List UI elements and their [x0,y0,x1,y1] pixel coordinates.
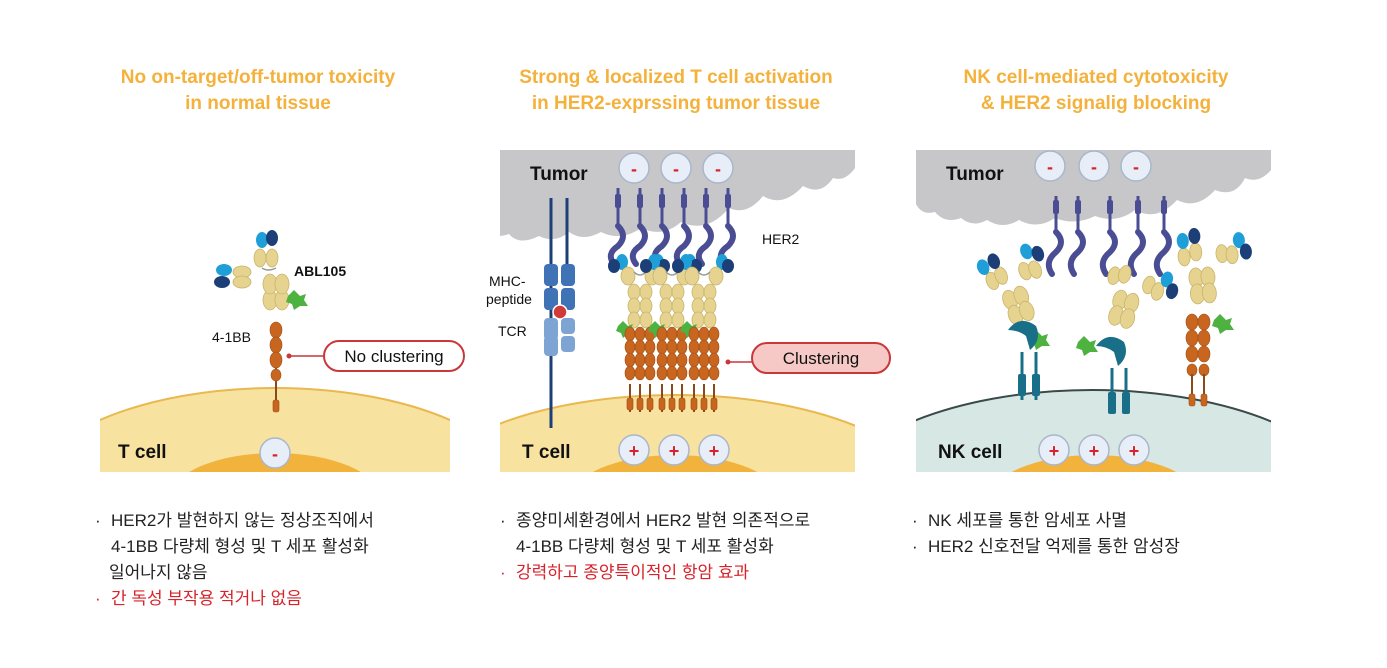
panel-2-tumor-charges: - - - [618,152,734,184]
panel-3-bullet-1: ·NK 세포를 통한 암세포 사멸 [912,511,1127,530]
panel-3-tumor-charges: - - - [1034,150,1152,182]
panel-1-diagram [100,387,450,472]
panel-1-receptor-4-1bb [269,321,283,413]
panel-2-state-badge [751,342,891,374]
panel-3-cell-charges: + + + [1038,434,1150,466]
panel-3-nkcell-outer [916,389,1271,472]
panel-2-bullet-1-line-2: 4-1BB 다량체 형성 및 T 세포 활성화 [516,537,774,556]
panel-1-antibody-label: ABL105 [294,263,346,279]
panel-2-title-line-1: Strong & localized T cell activation [519,67,833,88]
panel-3-4-1bb [1185,313,1211,407]
her2-receptor [1045,196,1064,277]
panel-3-tumor-charge-2: - [1091,157,1097,177]
panel-2-diagram [500,150,855,472]
panel-3-her2-receptors [1045,196,1172,277]
panel-2-cell-charge-1: + [629,441,640,461]
panel-1-title: No on-target/off-tumor toxicity in norma… [48,65,468,117]
panel-2-tcr-label: TCR [498,323,527,339]
panel-3-cell-label: NK cell [938,442,1002,463]
panel-1-receptor-label: 4-1BB [212,329,251,345]
panel-1-title-line-1: No on-target/off-tumor toxicity [120,67,396,88]
panel-3-cell-charge-2: + [1089,441,1100,461]
panel-2-her2-antibody-clusters [607,188,736,412]
panel-1-bullets: ·HER2가 발현하지 않는 정상조직에서 4-1BB 다량체 형성 및 T 세… [95,508,374,612]
panel-2-mhc-tcr-complex [544,198,575,428]
panel-3-tumor-charge-3: - [1133,157,1139,177]
panel-1-bullet-2: ·간 독성 부작용 적거나 없음 [95,589,302,608]
panel-2-cell-charges: + + + [618,434,730,466]
panel-1-bullet-1-line-1: ·HER2가 발현하지 않는 정상조직에서 [95,511,374,530]
panel-3-title-line-2: & HER2 signalig blocking [980,93,1212,114]
her2-receptor [607,188,626,267]
panel-3-diagram [916,150,1271,472]
panel-3-title-line-1: NK cell-mediated cytotoxicity [963,67,1229,88]
panel-2-tumor-label: Tumor [530,164,588,185]
panel-2-her2-label: HER2 [762,231,800,247]
her2-receptor [629,188,648,267]
panel-3-antibodies [976,227,1252,414]
panel-1-charge: - [259,437,291,469]
panel-2-tumor-charge-1: - [631,159,637,179]
her2-receptor [1153,196,1172,277]
panel-3-cell-charge-3: + [1129,441,1140,461]
panel-2-cell-label: T cell [522,442,571,463]
panel-2-state-label: Clustering [783,349,860,368]
panel-2-tumor-charge-2: - [673,159,679,179]
mechanism-diagram: ABL105 4-1BB No clustering T cell - Tumo… [100,150,1271,472]
panel-2-title: Strong & localized T cell activation in … [466,65,886,117]
panel-1-state-label: No clustering [344,347,443,366]
panel-3-tumor-label: Tumor [946,164,1004,185]
panel-2-mhc-label-2: peptide [486,291,532,307]
panel-3-bullets: ·NK 세포를 통한 암세포 사멸 ·HER2 신호전달 억제를 통한 암성장 [912,508,1180,560]
her2-receptor [1099,196,1118,277]
her2-receptor [1067,196,1086,277]
antibody-4-1bb-cluster [672,254,734,412]
panel-1-cell-label: T cell [118,442,167,463]
panel-1-state-badge [323,340,465,372]
panel-3-bullet-2: ·HER2 신호전달 억제를 통한 암성장 [912,537,1180,556]
antibody-4-1bb-cluster [608,254,670,412]
panel-3-tumor-charge-1: - [1047,157,1053,177]
panel-1-antibody-abl105 [214,230,308,311]
panel-2-tumor [500,150,855,241]
panel-2-bullet-2: ·강력하고 종양특이적인 항암 효과 [500,563,750,582]
panel-1-charge-symbol: - [272,444,278,464]
panel-2-bullets: ·종양미세환경에서 HER2 발현 의존적으로 4-1BB 다량체 형성 및 T… [500,508,810,586]
her2-receptor [1127,196,1146,277]
panel-2-title-line-2: in HER2-exprssing tumor tissue [531,93,821,114]
panel-1-bullet-1-line-2: 4-1BB 다량체 형성 및 T 세포 활성화 [111,537,369,556]
panel-2-tcell-outer [500,394,855,472]
panel-2-cell-charge-3: + [709,441,720,461]
panel-2-tumor-charge-3: - [715,159,721,179]
panel-2-cell-charge-2: + [669,441,680,461]
panel-3-cell-charge-1: + [1049,441,1060,461]
panel-3-title: NK cell-mediated cytotoxicity & HER2 sig… [886,65,1306,117]
panel-3-tumor [916,150,1271,225]
panel-2-mhc-label-1: MHC- [489,273,526,289]
panel-1-title-line-2: in normal tissue [185,93,331,114]
panel-1-bullet-1-line-3: 일어나지 않음 [109,563,208,582]
her2-receptor [673,188,692,267]
her2-receptor [695,188,714,267]
panel-2-bullet-1-line-1: ·종양미세환경에서 HER2 발현 의존적으로 [500,511,811,530]
